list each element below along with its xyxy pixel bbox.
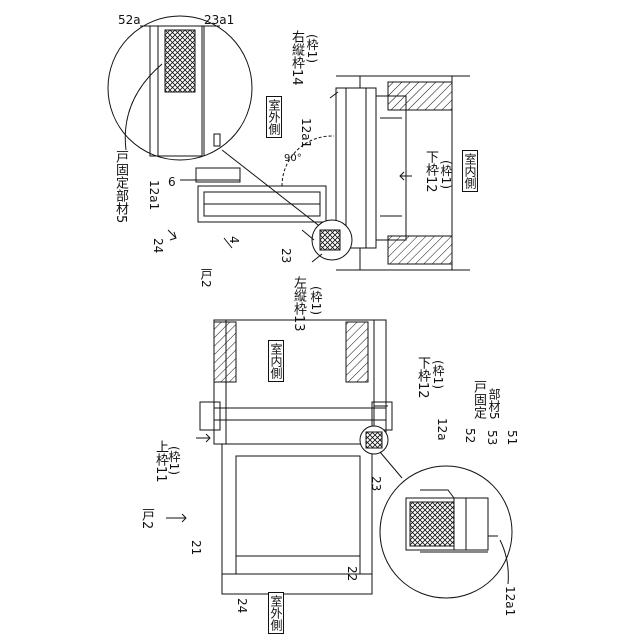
label-24-bottom: 24 [236, 598, 248, 613]
label-23-bottom: 23 [370, 476, 382, 491]
label-12a1-top: 12a1 [148, 180, 160, 210]
label-door2-top: 戸2 [200, 268, 212, 288]
label-door-fixing-bottom-a: 戸固定 [472, 380, 485, 419]
label-frame1-e: (枠1) [432, 360, 444, 389]
label-52a: 52a [118, 14, 141, 26]
label-24-top: 24 [152, 238, 164, 253]
label-6: 6 [168, 176, 176, 188]
label-frame1-c: (枠1) [310, 286, 322, 315]
label-frame1-a: (枠1) [306, 34, 318, 63]
label-lower-frame-top: 下枠12 [424, 150, 437, 193]
label-indoor-bottom: 室内側 [268, 340, 284, 382]
label-lower-frame-bottom: 下枠12 [416, 356, 429, 399]
label-left-vertical-frame: 左縦枠13 [292, 276, 305, 332]
label-upper-frame: 上枠11 [154, 440, 167, 483]
label-indoor-top: 室内側 [462, 150, 478, 192]
label-4: 4 [228, 236, 240, 244]
label-door-fixing-bottom-b: 部材5 [488, 388, 500, 420]
label-door2-bottom: 戸2 [140, 508, 153, 529]
label-23a1: 23a1 [204, 14, 234, 26]
label-22: 22 [346, 566, 358, 581]
label-right-vertical-frame: 右縦枠14 [290, 30, 303, 86]
label-53: 53 [486, 430, 498, 445]
label-12a1-bottom: 12a1 [504, 586, 516, 616]
label-21: 21 [190, 540, 202, 555]
label-frame1-b: (枠1) [440, 160, 452, 189]
label-52: 52 [464, 428, 476, 443]
label-door-fixing-member: 戸固定部材5 [114, 150, 127, 223]
label-23-top: 23 [280, 248, 292, 263]
label-12a1-mid: 12a1 [300, 118, 312, 148]
label-outdoor-top: 室外側 [266, 96, 282, 138]
bottom-figure [166, 320, 512, 598]
label-51: 51 [506, 430, 518, 445]
label-angle: 90° [284, 154, 302, 164]
label-outdoor-bottom: 室外側 [268, 592, 284, 634]
label-12a: 12a [436, 418, 448, 441]
label-frame1-d: (枠1) [168, 446, 180, 475]
